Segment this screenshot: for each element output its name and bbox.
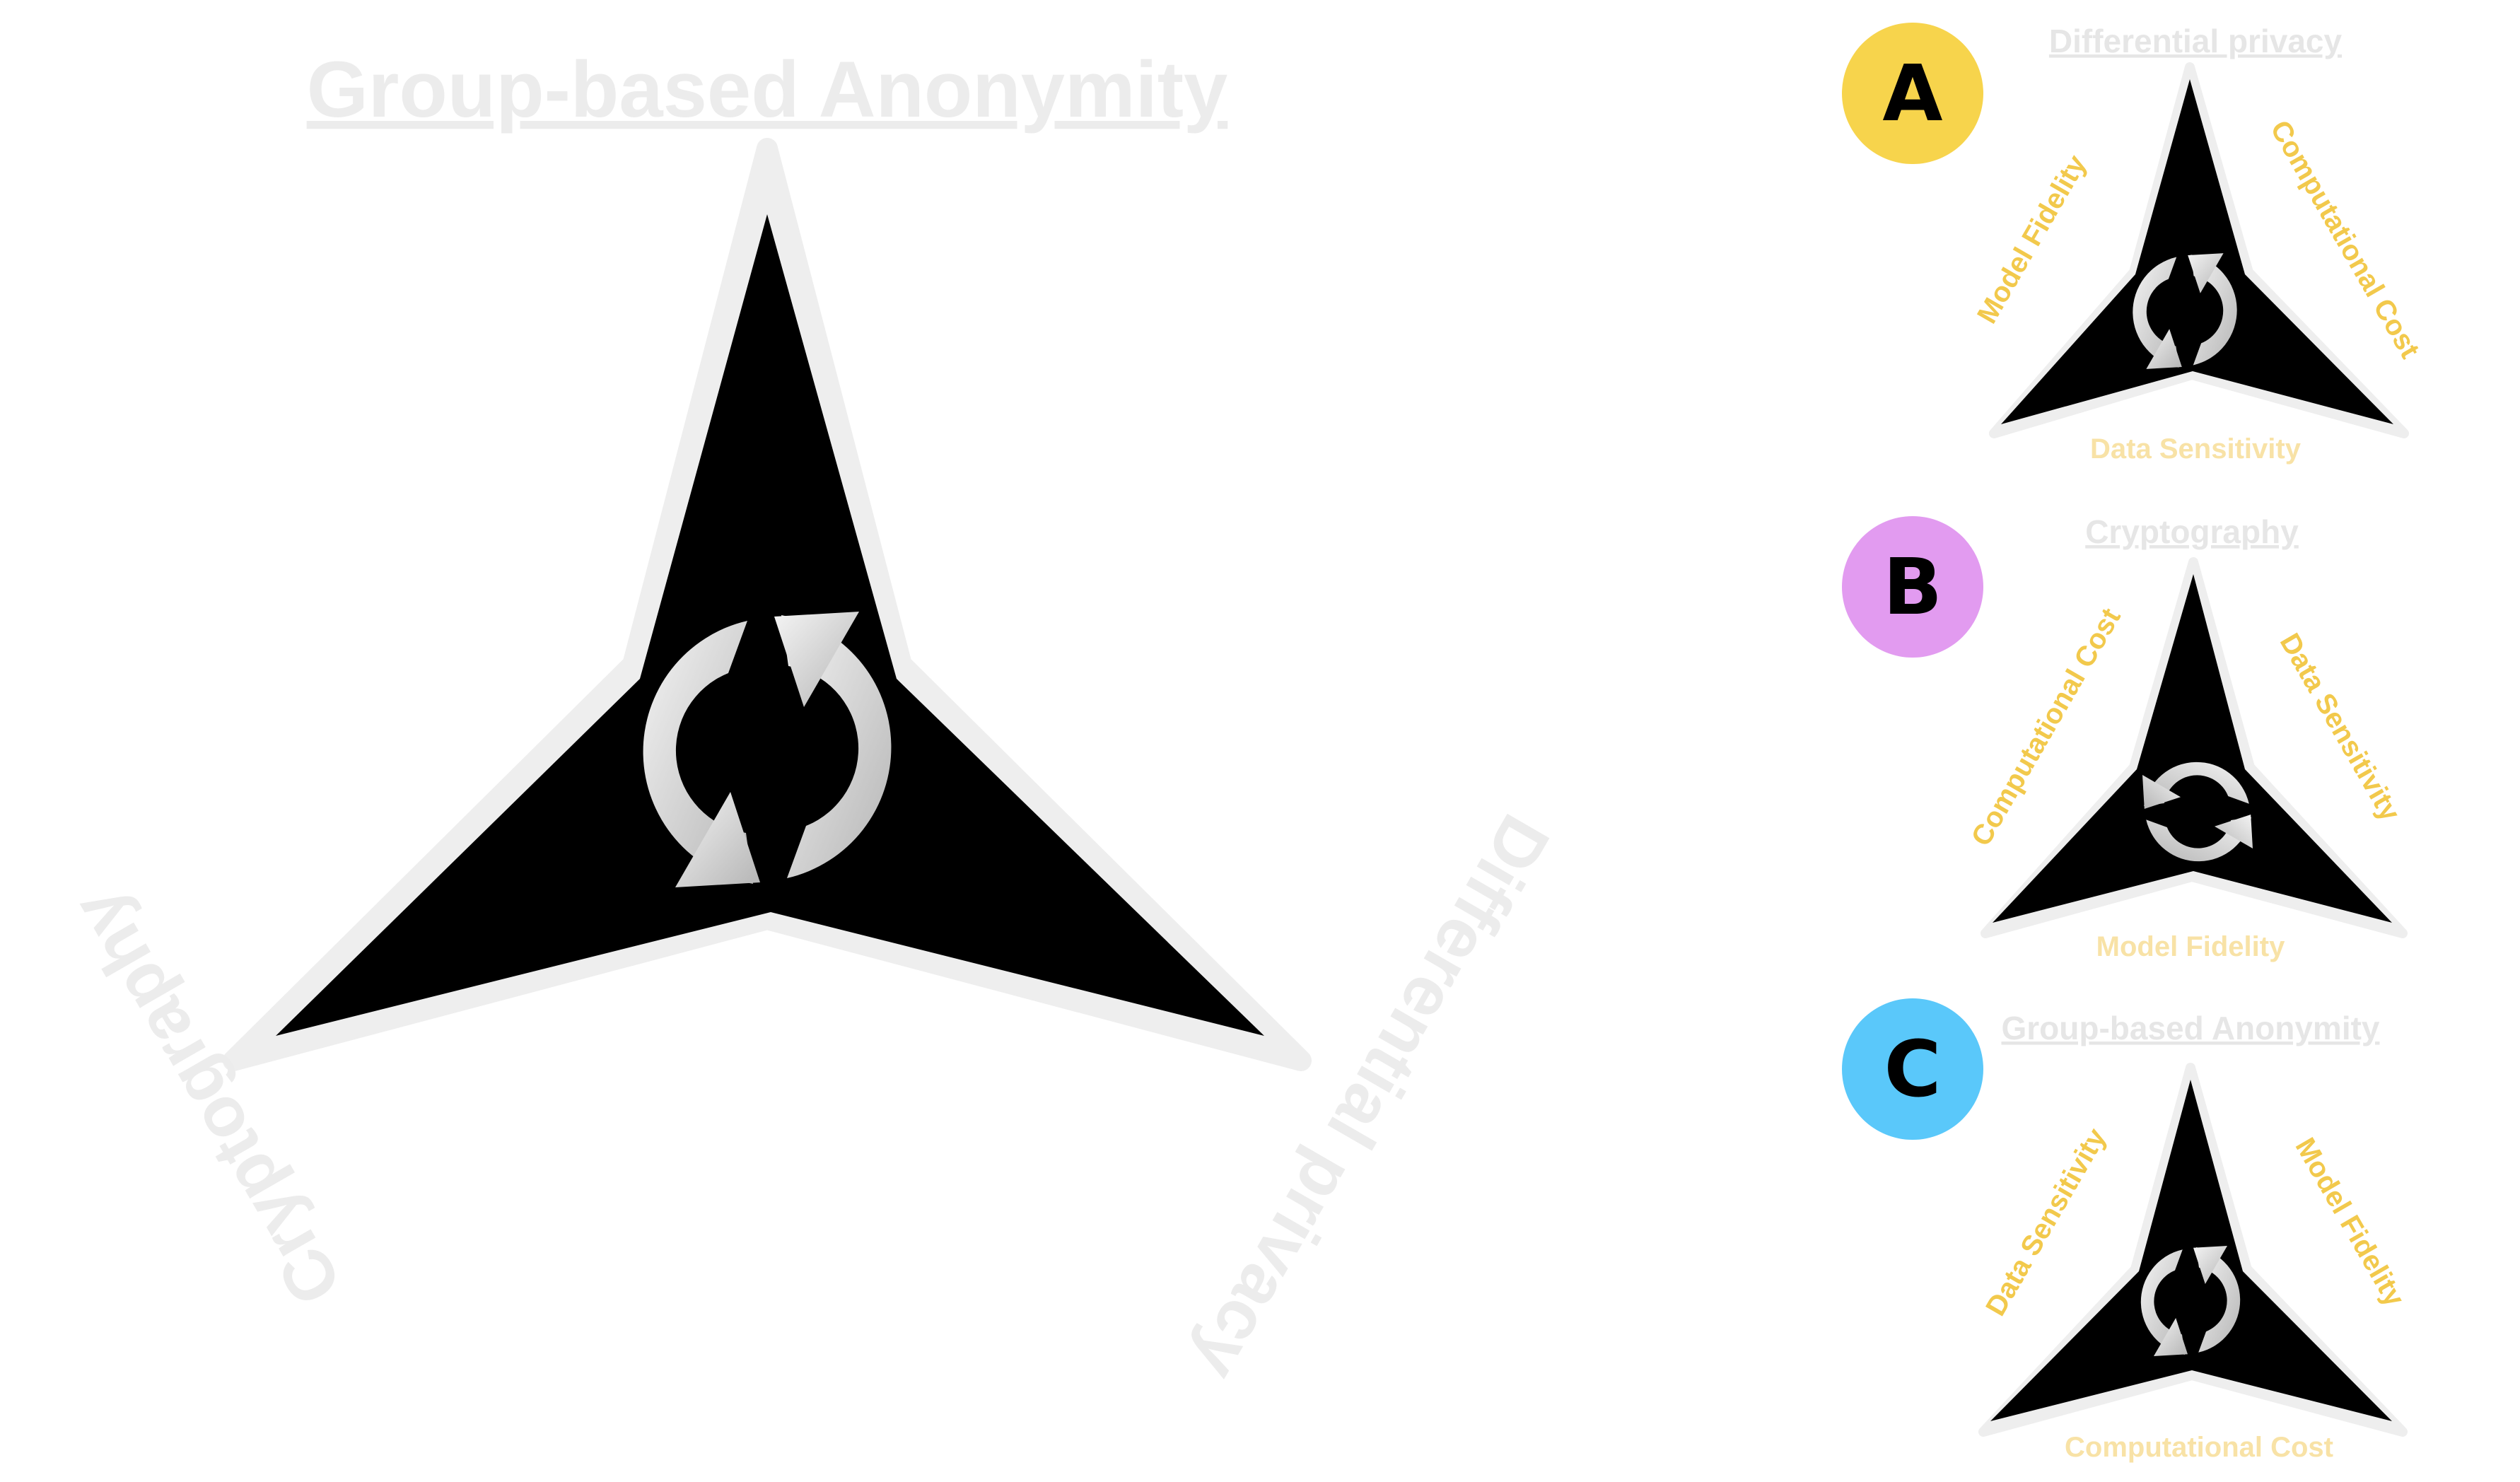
main-left-label: Cryptography: [57, 877, 357, 1318]
option-c-badge-letter: C: [1884, 1024, 1942, 1114]
option-c-shape: [1990, 1080, 2392, 1421]
option-b-bottom-label: Model Fidelity: [2096, 931, 2285, 962]
option-a[interactable]: A Differential privacy Model Fidelity Co…: [1842, 23, 2425, 465]
option-b-cycle-icon: [2142, 762, 2253, 862]
cycle-arrows-icon: [643, 612, 892, 887]
option-a-bottom-label: Data Sensitivity: [2090, 433, 2302, 465]
option-b-badge-letter: B: [1883, 542, 1942, 632]
main-diagram: Group-based Anonymity Cryptography Diffe…: [57, 45, 1565, 1393]
option-c-right-label: Model Fidelity: [2289, 1133, 2411, 1312]
option-a-badge-letter: A: [1882, 48, 1942, 139]
option-b-shape: [1993, 574, 2392, 923]
option-c-cycle-icon: [2140, 1246, 2241, 1356]
option-a-badge[interactable]: [1842, 23, 1983, 164]
main-right-label: Differential privacy: [1178, 802, 1565, 1393]
option-b-right-label: Data Sensitivity: [2274, 629, 2406, 827]
option-c-title: Group-based Anonymity: [2002, 1010, 2380, 1046]
option-b-title: Cryptography: [2085, 513, 2299, 550]
option-c-badge[interactable]: [1842, 998, 1983, 1140]
option-c-left-label: Data Sensitivity: [1980, 1123, 2112, 1321]
option-a-shape: [2001, 79, 2393, 424]
option-b[interactable]: B Cryptography Computational Cost Data S…: [1842, 513, 2408, 962]
option-c[interactable]: C Group-based Anonymity Data Sensitivity…: [1842, 998, 2410, 1463]
option-a-cycle-icon: [2133, 253, 2237, 369]
option-a-title: Differential privacy: [2049, 23, 2343, 59]
option-c-bottom-label: Computational Cost: [2065, 1432, 2333, 1463]
main-tri-star-shape: [276, 214, 1264, 1036]
option-b-badge[interactable]: [1842, 516, 1983, 658]
option-a-left-label: Model Fidelity: [1971, 149, 2093, 329]
main-title: Group-based Anonymity: [307, 45, 1228, 134]
